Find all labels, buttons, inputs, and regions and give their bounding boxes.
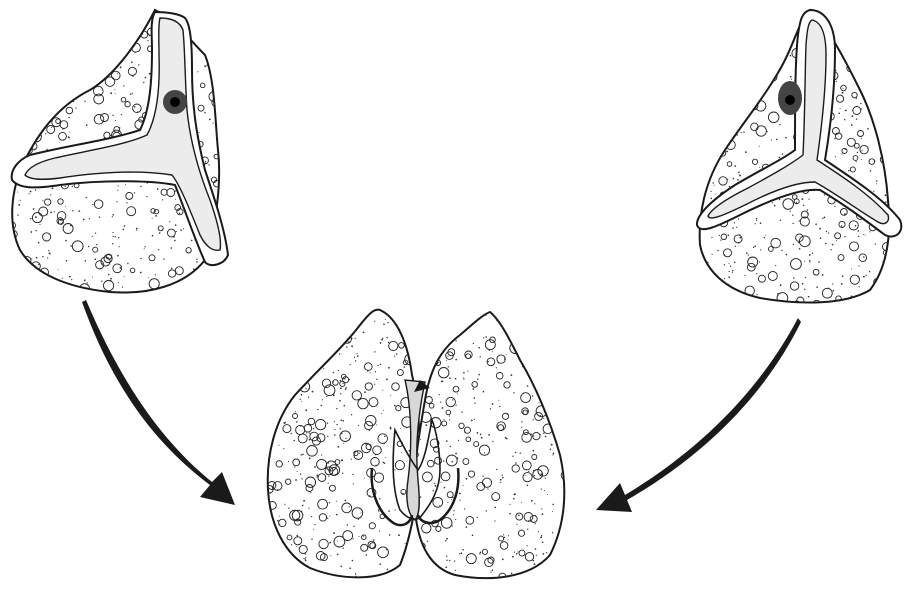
curved-arrow-left-to-center bbox=[82, 300, 235, 505]
fused-structure-center bbox=[262, 301, 574, 590]
pollen-grain-right bbox=[692, 8, 901, 309]
pollen-grain-left bbox=[6, 6, 228, 294]
curved-arrow-right-to-center bbox=[596, 318, 801, 512]
